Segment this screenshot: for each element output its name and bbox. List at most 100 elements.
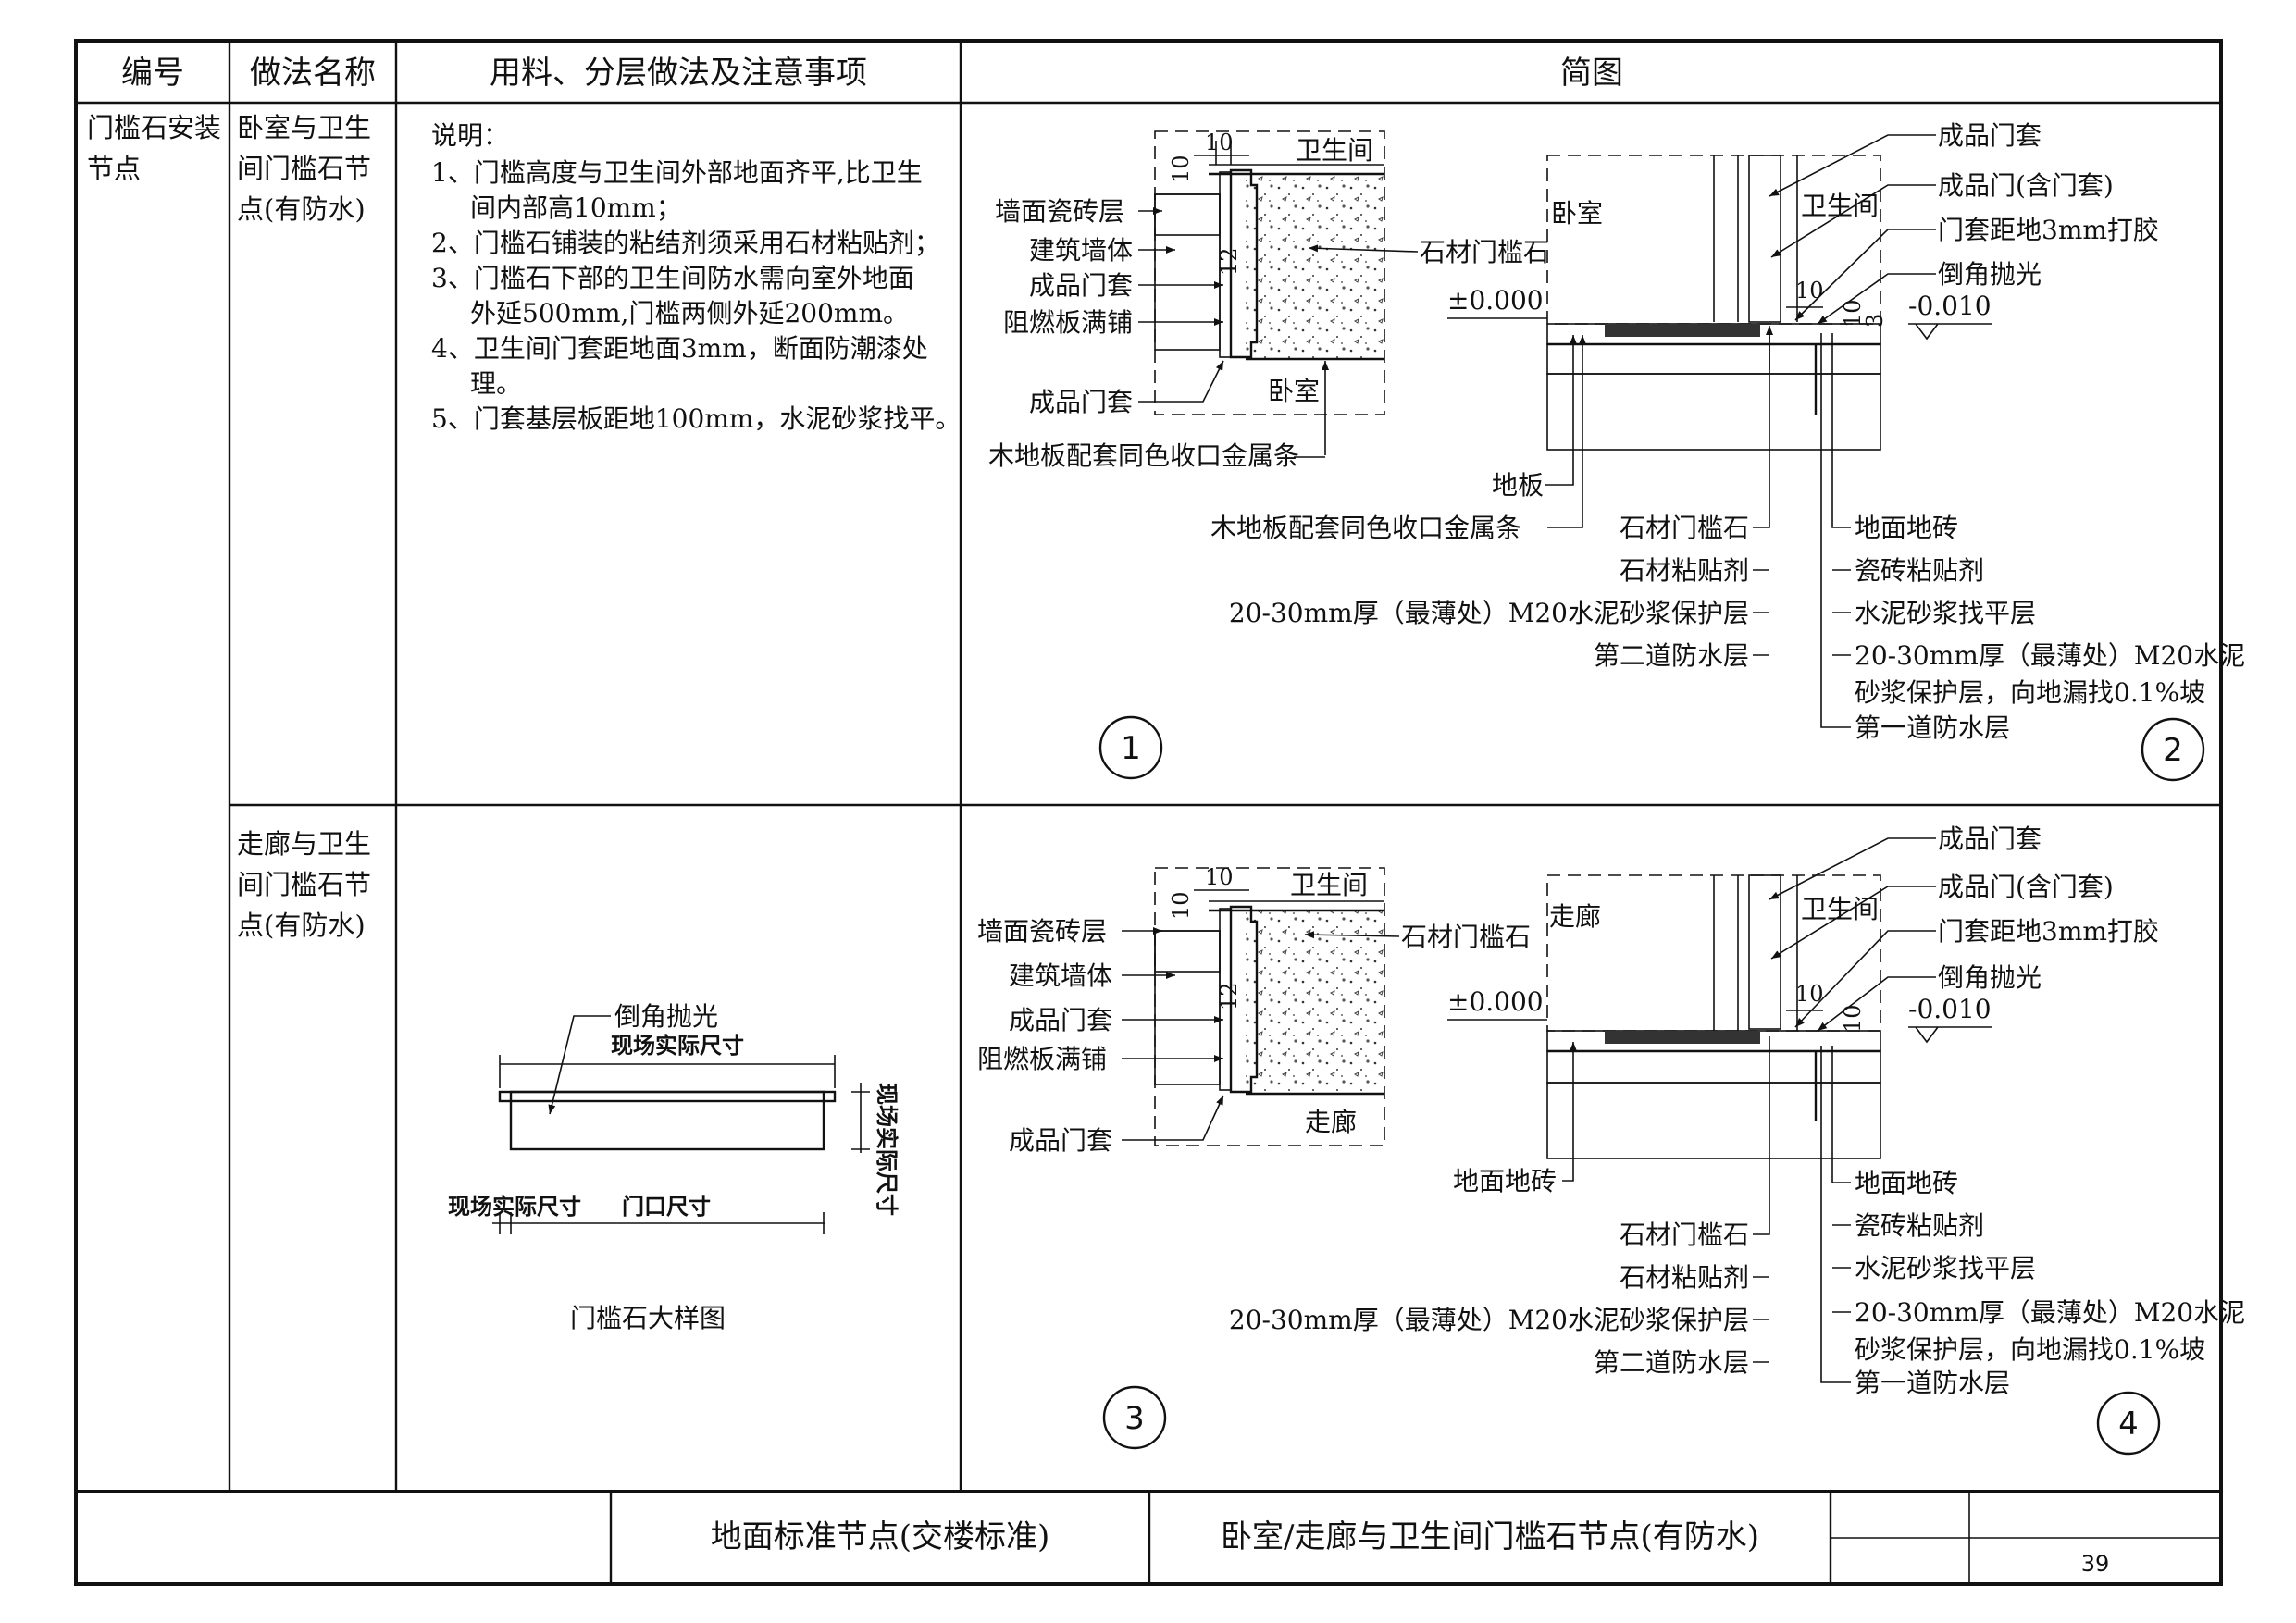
detail-3-number: 3 bbox=[1102, 1385, 1167, 1450]
d2-r-2: 水泥砂浆找平层 bbox=[1855, 598, 2036, 628]
d2-c-3: 第二道防水层 bbox=[1594, 640, 1749, 671]
d1-dim-10a: 10 bbox=[1205, 130, 1234, 155]
d2-c-1: 石材粘贴剂 bbox=[1620, 555, 1749, 586]
d2-strip: 木地板配套同色收口金属条 bbox=[1210, 513, 1521, 543]
method-row1-line3: 点(有防水) bbox=[237, 193, 366, 225]
d3-label-wall: 建筑墙体 bbox=[1009, 960, 1112, 991]
notes: 说明： 1、门槛高度与卫生间外部地面齐平,比卫生 间内部高10mm； 2、门槛石… bbox=[431, 120, 961, 434]
d2-room-right: 卫生间 bbox=[1801, 191, 1879, 221]
stone-bottom-right: 门口尺寸 bbox=[622, 1194, 711, 1220]
d3-room-top: 卫生间 bbox=[1290, 870, 1368, 900]
d1-label-tile: 墙面瓷砖层 bbox=[995, 196, 1124, 227]
stone-top-dim: 现场实际尺寸 bbox=[611, 1033, 744, 1059]
method-row1-line2: 间门槛石节 bbox=[237, 153, 371, 184]
d2-dim-10: 10 bbox=[1795, 278, 1824, 304]
d2-c-0: 石材门槛石 bbox=[1620, 513, 1749, 543]
d4-c-1: 石材粘贴剂 bbox=[1620, 1262, 1749, 1293]
d1-dim-12: 12 bbox=[1216, 247, 1242, 276]
title-main: 卧室/走廊与卫生间门槛石节点(有防水) bbox=[1221, 1518, 1759, 1555]
d1-label-board: 阻燃板满铺 bbox=[1003, 307, 1133, 338]
method-row1-line1: 卧室与卫生 bbox=[237, 112, 371, 143]
notes-title: 说明： bbox=[431, 120, 509, 151]
header-materials: 用料、分层做法及注意事项 bbox=[490, 55, 867, 92]
d1-label-casing2: 成品门套 bbox=[1029, 387, 1133, 417]
header-diagram: 简图 bbox=[1560, 55, 1623, 92]
d2-r-1: 瓷砖粘贴剂 bbox=[1855, 555, 1984, 586]
d2-r-4: 砂浆保护层，向地漏找0.1%坡 bbox=[1855, 677, 2205, 708]
d4-dim-10b: 10 bbox=[1840, 1004, 1866, 1033]
header-code: 编号 bbox=[121, 55, 184, 92]
note-5: 5、门套基层板距地100mm，水泥砂浆找平。 bbox=[431, 403, 961, 434]
note-3b: 外延500mm,门槛两侧外延200mm。 bbox=[470, 298, 909, 328]
d2-number: 2 bbox=[2163, 732, 2183, 769]
d2-rt-0: 成品门套 bbox=[1938, 120, 2042, 151]
detail-2: 卧室 卫生间 ±0.000 -0.010 10 10 3 成品门套 成品门(含门… bbox=[1210, 120, 2245, 743]
d4-c-3: 第二道防水层 bbox=[1594, 1347, 1749, 1378]
detail-4-number: 4 bbox=[2096, 1391, 2161, 1456]
d4-rt-2: 门套距地3mm打胶 bbox=[1938, 916, 2159, 947]
d1-room-bottom: 卧室 bbox=[1268, 376, 1320, 406]
d2-r-3: 20-30mm厚（最薄处）M20水泥 bbox=[1855, 640, 2245, 671]
d4-room-left: 走廊 bbox=[1549, 901, 1601, 932]
d4-r-2: 水泥砂浆找平层 bbox=[1855, 1253, 2036, 1283]
d4-level-left: ±0.000 bbox=[1447, 986, 1544, 1017]
d4-r-0: 地面地砖 bbox=[1855, 1168, 1958, 1198]
d1-label-casing: 成品门套 bbox=[1029, 270, 1133, 301]
d2-c-2: 20-30mm厚（最薄处）M20水泥砂浆保护层 bbox=[1229, 598, 1749, 628]
note-2: 2、门槛石铺装的粘结剂须采用石材粘贴剂； bbox=[431, 228, 940, 258]
detail-4: 走廊 卫生间 ±0.000 -0.010 10 10 成品门套 成品门(含门套)… bbox=[1229, 824, 2245, 1398]
d3-label-casing: 成品门套 bbox=[1009, 1005, 1112, 1035]
note-1b: 间内部高10mm； bbox=[470, 192, 682, 223]
d2-r-0: 地面地砖 bbox=[1855, 513, 1958, 543]
detail-3: 10 10 12 卫生间 走廊 墙面瓷砖层 建筑墙体 成品门套 阻燃板满铺 成品… bbox=[977, 864, 1531, 1156]
stone-bottom-left: 现场实际尺寸 bbox=[448, 1194, 581, 1220]
method-row2-line2: 间门槛石节 bbox=[237, 869, 371, 900]
method-row2-line1: 走廊与卫生 bbox=[237, 828, 371, 860]
d4-c-0: 石材门槛石 bbox=[1620, 1220, 1749, 1250]
d3-number: 3 bbox=[1124, 1400, 1145, 1437]
table-grid bbox=[74, 39, 2223, 1586]
d3-dim-12: 12 bbox=[1216, 982, 1242, 1010]
d3-stone: 石材门槛石 bbox=[1401, 922, 1531, 952]
detail-1-number: 1 bbox=[1098, 715, 1163, 780]
stone-caption: 门槛石大样图 bbox=[570, 1303, 726, 1333]
d4-c-2: 20-30mm厚（最薄处）M20水泥砂浆保护层 bbox=[1229, 1305, 1749, 1335]
d2-rt-2: 门套距地3mm打胶 bbox=[1938, 215, 2159, 245]
d3-room-bottom: 走廊 bbox=[1305, 1107, 1357, 1137]
d3-dim-10a: 10 bbox=[1205, 864, 1234, 890]
d3-label-tile: 墙面瓷砖层 bbox=[977, 916, 1107, 947]
d4-r-1: 瓷砖粘贴剂 bbox=[1855, 1210, 1984, 1241]
d2-rt-1: 成品门(含门套) bbox=[1938, 170, 2114, 201]
d1-strip: 木地板配套同色收口金属条 bbox=[988, 440, 1299, 471]
d4-level-right: -0.010 bbox=[1908, 994, 1992, 1024]
header-method: 做法名称 bbox=[250, 55, 376, 92]
d2-r-5: 第一道防水层 bbox=[1855, 712, 2010, 743]
d1-dim-10b: 10 bbox=[1168, 155, 1194, 183]
d1-label-wall: 建筑墙体 bbox=[1029, 235, 1133, 266]
d2-level-right: -0.010 bbox=[1908, 291, 1992, 321]
d2-level-left: ±0.000 bbox=[1447, 285, 1544, 316]
d4-floor: 地面地砖 bbox=[1453, 1166, 1557, 1196]
code-cell-line1: 门槛石安装 bbox=[87, 112, 221, 143]
method-row2-line3: 点(有防水) bbox=[237, 910, 366, 941]
title-category: 地面标准节点(交楼标准) bbox=[711, 1518, 1050, 1555]
d4-rt-3: 倒角抛光 bbox=[1938, 962, 2042, 993]
d4-r-4: 砂浆保护层，向地漏找0.1%坡 bbox=[1855, 1334, 2205, 1365]
d4-r-3: 20-30mm厚（最薄处）M20水泥 bbox=[1855, 1297, 2245, 1328]
note-4: 4、卫生间门套距地面3mm，断面防潮漆处 bbox=[431, 333, 928, 364]
note-1: 1、门槛高度与卫生间外部地面齐平,比卫生 bbox=[431, 157, 923, 188]
d3-dim-10b: 10 bbox=[1168, 891, 1194, 920]
d4-r-5: 第一道防水层 bbox=[1855, 1368, 2010, 1398]
detail-2-number: 2 bbox=[2141, 717, 2205, 782]
page-number: 39 bbox=[2081, 1551, 2110, 1577]
code-cell-line2: 节点 bbox=[87, 153, 141, 184]
stone-detail: 倒角抛光 现场实际尺寸 现场实际尺寸 现场实际尺寸 门口尺寸 门槛石大样图 bbox=[448, 1001, 900, 1333]
d2-room-left: 卧室 bbox=[1551, 198, 1603, 229]
d1-stone: 石材门槛石 bbox=[1420, 237, 1549, 267]
d3-label-board: 阻燃板满铺 bbox=[977, 1044, 1107, 1074]
note-3: 3、门槛石下部的卫生间防水需向室外地面 bbox=[431, 263, 914, 293]
d4-room-right: 卫生间 bbox=[1801, 894, 1879, 924]
d2-rt-3: 倒角抛光 bbox=[1938, 259, 2042, 290]
d3-label-casing2: 成品门套 bbox=[1009, 1125, 1112, 1156]
